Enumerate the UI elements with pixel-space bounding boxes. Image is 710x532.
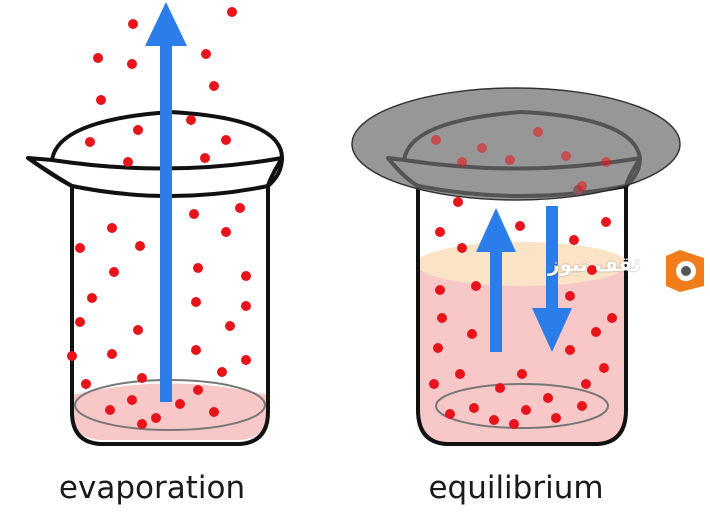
particle xyxy=(193,263,203,273)
particle xyxy=(453,197,463,207)
particle xyxy=(137,419,147,429)
particle xyxy=(515,221,525,231)
particle xyxy=(517,369,527,379)
particle xyxy=(457,157,467,167)
particle xyxy=(189,209,199,219)
watermark-text: ثقف نيوز xyxy=(548,252,641,276)
particle xyxy=(433,343,443,353)
particle xyxy=(241,271,251,281)
particle xyxy=(81,379,91,389)
particle xyxy=(67,351,77,361)
particle xyxy=(93,53,103,63)
particle xyxy=(435,285,445,295)
particle xyxy=(227,7,237,17)
particle xyxy=(209,407,219,417)
particle xyxy=(96,95,106,105)
particle xyxy=(193,385,203,395)
arrow-down-icon xyxy=(532,206,572,352)
particle xyxy=(495,383,505,393)
particle xyxy=(587,265,597,275)
particles-under-lid xyxy=(431,127,611,191)
particle xyxy=(435,227,445,237)
particle xyxy=(87,293,97,303)
particle xyxy=(431,135,441,145)
particles-left xyxy=(67,7,251,429)
liquid-right xyxy=(418,253,626,442)
particle xyxy=(221,135,231,145)
particle xyxy=(569,235,579,245)
particle xyxy=(241,355,251,365)
particle xyxy=(455,369,465,379)
particle xyxy=(128,19,138,29)
particle xyxy=(471,281,481,291)
particle xyxy=(429,379,439,389)
particle xyxy=(601,217,611,227)
particle xyxy=(591,327,601,337)
particle xyxy=(105,405,115,415)
particle xyxy=(151,413,161,423)
particle xyxy=(533,127,543,137)
particle xyxy=(505,155,515,165)
particle xyxy=(217,367,227,377)
particle xyxy=(127,395,137,405)
liquid-bottom-surface-right xyxy=(435,383,609,429)
particle xyxy=(437,313,447,323)
particle xyxy=(457,243,467,253)
particle xyxy=(543,393,553,403)
caption-evaporation: evaporation xyxy=(58,470,246,506)
particle xyxy=(599,363,609,373)
particle xyxy=(135,241,145,251)
particle xyxy=(175,399,185,409)
lid-icon xyxy=(351,87,681,201)
particle xyxy=(200,153,210,163)
particle xyxy=(607,313,617,323)
beaker-icon xyxy=(26,110,284,446)
liquid-top-surface-right xyxy=(416,242,628,286)
particle xyxy=(241,301,251,311)
particle xyxy=(221,227,231,237)
particle xyxy=(445,409,455,419)
particle xyxy=(577,181,587,191)
particle xyxy=(561,151,571,161)
particle xyxy=(186,115,196,125)
particle xyxy=(75,243,85,253)
particle xyxy=(565,291,575,301)
particle xyxy=(581,379,591,389)
particle xyxy=(577,401,587,411)
particle xyxy=(191,345,201,355)
caption-equilibrium: equilibrium xyxy=(428,470,604,506)
particle xyxy=(107,349,117,359)
camera-logo-icon xyxy=(666,250,704,292)
particle xyxy=(489,415,499,425)
particle xyxy=(477,143,487,153)
arrow-up-icon xyxy=(476,208,516,352)
arrow-up-icon xyxy=(145,2,187,402)
particle xyxy=(85,137,95,147)
particle xyxy=(235,203,245,213)
particle xyxy=(123,157,133,167)
particle xyxy=(191,297,201,307)
particle xyxy=(565,345,575,355)
particle xyxy=(509,419,519,429)
particle xyxy=(133,125,143,135)
particle xyxy=(469,403,479,413)
particle xyxy=(551,413,561,423)
particle xyxy=(201,49,211,59)
particle xyxy=(521,405,531,415)
particle xyxy=(601,157,611,167)
particle xyxy=(137,373,147,383)
particle xyxy=(109,267,119,277)
particle xyxy=(75,317,85,327)
particle xyxy=(133,325,143,335)
particle xyxy=(209,81,219,91)
particle xyxy=(107,223,117,233)
particle xyxy=(127,59,137,69)
particle xyxy=(467,329,477,339)
particles-right xyxy=(429,185,617,429)
particle xyxy=(225,321,235,331)
